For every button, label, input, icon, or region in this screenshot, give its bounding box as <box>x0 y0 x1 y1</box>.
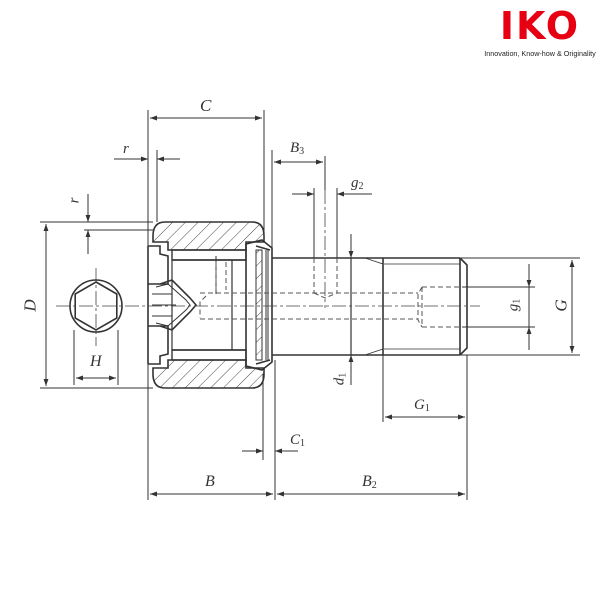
brand-wordmark: IKO <box>499 4 581 48</box>
side-plate <box>245 239 273 371</box>
label-D: D <box>20 299 40 312</box>
stud-head <box>147 245 233 365</box>
label-d1-sub: 1 <box>337 372 349 378</box>
label-g2-sub: 2 <box>358 181 364 192</box>
dimension-lines <box>40 110 580 500</box>
needle-rollers <box>171 249 247 361</box>
label-d1: d1 <box>331 372 349 386</box>
label-r-horizontal: r <box>123 141 129 157</box>
outer-ring <box>152 221 265 389</box>
label-C1-main: C <box>290 432 301 448</box>
label-G1-main: G <box>414 397 425 413</box>
label-G: G <box>551 299 571 312</box>
hidden-lines <box>199 258 462 328</box>
label-B3: B3 <box>290 141 304 157</box>
label-B2-sub: 2 <box>371 480 377 491</box>
label-B3-sub: 3 <box>299 146 305 157</box>
label-g1: g1 <box>505 298 523 312</box>
iko-logo: IKO Innovation, Know-how & Originality <box>484 6 596 66</box>
label-C1: C1 <box>290 433 305 449</box>
label-g2-main: g <box>351 175 359 191</box>
label-G1-sub: 1 <box>424 403 430 414</box>
label-g2: g2 <box>351 176 364 192</box>
label-B2-main: B <box>362 473 372 490</box>
label-g1-main: g <box>505 303 522 312</box>
stud-shaft <box>272 257 468 356</box>
label-C1-sub: 1 <box>300 438 306 449</box>
center-lines <box>56 190 480 346</box>
label-d1-main: d <box>331 377 348 386</box>
label-r-vertical: r <box>66 197 83 204</box>
label-B: B <box>205 473 215 490</box>
label-G1: G1 <box>414 398 430 414</box>
label-C: C <box>200 96 212 115</box>
label-B3-main: B <box>290 140 300 156</box>
label-B2: B2 <box>362 474 377 491</box>
label-H: H <box>90 353 102 370</box>
hex-socket-end-view <box>69 279 123 333</box>
brand-tagline: Innovation, Know-how & Originality <box>484 49 596 58</box>
label-g1-sub: 1 <box>511 298 523 304</box>
